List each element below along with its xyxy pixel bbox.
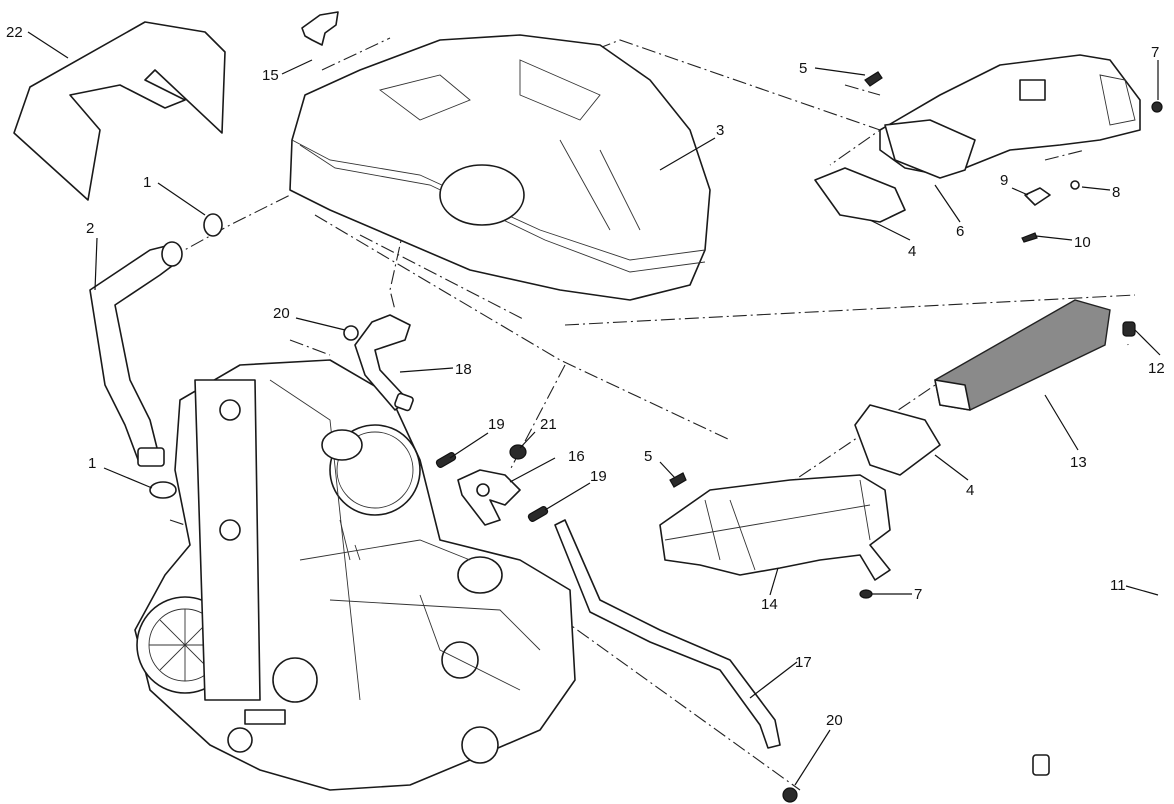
callout-1-lower: 1 <box>88 455 96 472</box>
callout-14: 14 <box>761 596 778 613</box>
callout-20-upper: 20 <box>273 305 290 322</box>
part-6-intake-duct <box>879 54 1141 179</box>
callout-15: 15 <box>262 67 279 84</box>
callout-13: 13 <box>1070 454 1087 471</box>
callout-11: 11 <box>1110 577 1126 594</box>
part-11-drain-hose <box>1032 344 1162 776</box>
part-19-clamp-a <box>435 452 457 468</box>
callout-20-lower: 20 <box>826 712 843 729</box>
part-7-nut-upper <box>1151 101 1163 113</box>
part-10-screw <box>1021 232 1038 243</box>
callout-5-upper: 5 <box>799 60 807 77</box>
part-15-clip <box>301 11 339 46</box>
callout-17: 17 <box>795 654 812 671</box>
part-18-hose <box>354 314 414 412</box>
callout-18: 18 <box>455 361 472 378</box>
part-12-fitting <box>1122 321 1136 337</box>
part-20-clamp-upper <box>343 325 359 341</box>
callout-1-upper: 1 <box>143 174 151 191</box>
callout-7-lower: 7 <box>914 586 922 603</box>
callout-12: 12 <box>1148 360 1165 377</box>
part-1-clamp-upper <box>203 213 223 237</box>
leader-lines <box>27 31 1161 786</box>
part-19-clamp-b <box>527 506 549 522</box>
part-4-gasket-upper <box>814 167 906 223</box>
callout-16: 16 <box>568 448 585 465</box>
part-13-air-filter <box>934 299 1111 411</box>
part-21-cap <box>509 444 527 460</box>
part-20-clamp-lower <box>782 787 798 803</box>
engine-block <box>134 359 576 791</box>
callouts: 22 15 1 2 1 3 5 7 4 6 9 8 10 20 18 19 21… <box>6 24 1165 729</box>
callout-19-b: 19 <box>590 468 607 485</box>
callout-22: 22 <box>6 24 23 41</box>
callout-7-upper: 7 <box>1151 44 1159 61</box>
part-17-hose <box>554 519 781 749</box>
callout-4-upper: 4 <box>908 243 916 260</box>
part-3-airbox <box>289 34 711 301</box>
callout-8: 8 <box>1112 184 1120 201</box>
part-8-spacer <box>1070 180 1080 190</box>
part-9-sensor <box>1024 187 1051 206</box>
part-16-valve <box>457 469 521 526</box>
callout-4-lower: 4 <box>966 482 974 499</box>
part-2-breather-hose <box>89 241 183 467</box>
part-5-screw-lower <box>669 472 687 488</box>
callout-9: 9 <box>1000 172 1008 189</box>
callout-2: 2 <box>86 220 94 237</box>
callout-5-lower: 5 <box>644 448 652 465</box>
callout-3: 3 <box>716 122 724 139</box>
part-4-gasket-lower <box>854 404 941 476</box>
part-22-heat-shield <box>13 21 226 201</box>
part-7-nut-lower <box>859 589 873 599</box>
callout-6: 6 <box>956 223 964 240</box>
part-1-clamp-lower <box>149 481 177 499</box>
part-14-intake-duct <box>659 474 891 581</box>
callout-21: 21 <box>540 416 557 433</box>
part-5-screw-upper <box>864 71 883 87</box>
callout-10: 10 <box>1074 234 1091 251</box>
callout-19-a: 19 <box>488 416 505 433</box>
